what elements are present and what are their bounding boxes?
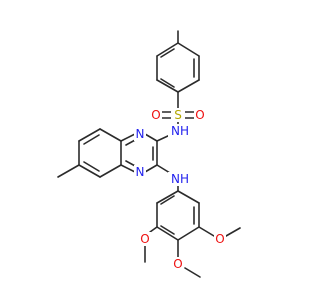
atom-label-oxygen: O <box>151 108 160 122</box>
bond-double-inner <box>160 78 175 88</box>
bond <box>198 226 215 237</box>
bond <box>78 164 101 178</box>
atom-label-layer: S O O NH N N NH O <box>134 108 226 271</box>
structure-diagram: S O O NH N N NH O <box>57 30 241 278</box>
bond <box>149 226 158 233</box>
atom-label-oxygen: O <box>195 108 204 122</box>
atom-label-nh: NH <box>171 124 189 138</box>
bond <box>144 133 158 142</box>
atom-label-background <box>171 108 185 122</box>
atom-label-background <box>150 108 162 122</box>
bond <box>156 134 171 142</box>
bond <box>120 164 136 173</box>
atom-sulfur: S <box>171 108 185 122</box>
atom-label-background <box>139 232 151 246</box>
bond-double-inner <box>83 161 100 172</box>
atom-methoxy-oxygen-left: O <box>139 232 151 246</box>
atom-sulfonyl-oxygen-right: O <box>194 108 206 122</box>
atom-label-oxygen: O <box>173 257 182 271</box>
bond <box>57 164 80 178</box>
atom-label-background <box>168 124 192 138</box>
bond-double-inner <box>160 195 175 205</box>
bond <box>225 227 241 237</box>
bond <box>177 226 200 241</box>
bond-double-inner <box>160 48 175 58</box>
atom-label-oxygen: O <box>140 232 149 246</box>
atom-methoxy-oxygen-right: O <box>214 232 226 246</box>
bond <box>177 42 200 57</box>
bond <box>99 128 122 142</box>
bond <box>177 190 200 204</box>
atom-label-background <box>172 257 184 271</box>
atom-methoxy-oxygen-bottom: O <box>172 257 184 271</box>
bond <box>156 79 179 93</box>
bond <box>156 42 179 57</box>
atom-amine-nh: NH <box>168 172 192 186</box>
bond <box>99 164 122 178</box>
bond <box>78 128 101 142</box>
bond <box>184 267 201 278</box>
atom-label-nitrogen: N <box>136 165 145 179</box>
atom-label-nitrogen: N <box>136 127 145 141</box>
atom-label-sulfur: S <box>174 108 182 122</box>
atom-label-background <box>134 165 146 179</box>
atom-label-background <box>168 172 192 186</box>
atom-label-oxygen: O <box>215 232 224 246</box>
atom-sulfonyl-oxygen-left: O <box>150 108 162 122</box>
atom-label-background <box>214 232 226 246</box>
bond-double-inner <box>160 225 175 235</box>
bond <box>156 226 179 241</box>
atom-sulfonamide-nh: NH <box>168 124 192 138</box>
bond <box>144 164 158 173</box>
atom-quinoxaline-n-bottom: N <box>134 165 146 179</box>
bond <box>156 164 171 174</box>
atom-label-background <box>134 127 146 141</box>
atom-label-nh: NH <box>171 172 189 186</box>
bond-double-inner <box>83 134 100 145</box>
bond <box>120 133 136 142</box>
bond <box>177 79 200 93</box>
bond <box>156 190 179 204</box>
atom-label-background <box>194 108 206 122</box>
atom-quinoxaline-n-top: N <box>134 127 146 141</box>
